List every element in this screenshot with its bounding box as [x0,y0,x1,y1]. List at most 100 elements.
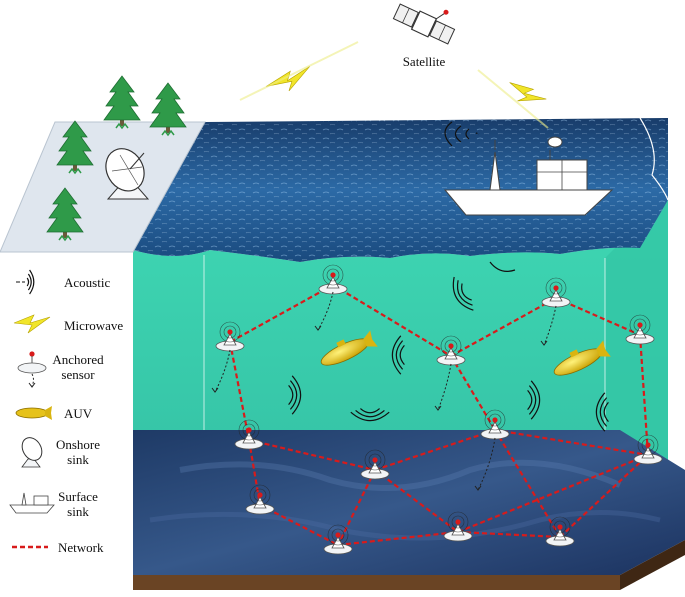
anchored-sensor-s2 [215,321,245,352]
anchored-sensor-m4 [633,434,663,465]
network-link [259,504,339,546]
arrow-head-icon [314,325,322,331]
auv-right [553,340,611,376]
auv-left [320,330,378,366]
tree-icon [46,187,84,242]
seabed-ridge-2 [149,510,661,541]
ship-sonar-arc [489,261,516,272]
legend-label-onshore: sink [67,452,89,467]
network-link [457,530,561,539]
network-link [337,530,459,547]
tree-icon [149,82,187,137]
acoustic-wave-icon [595,392,609,432]
network-link [494,429,561,538]
auv-icon [15,406,52,420]
tree-icon [103,75,141,130]
network-link [337,469,376,546]
legend-item-acoustic: Acoustic [16,269,110,295]
network-link [457,453,649,534]
acoustic-wave-icon [391,335,405,375]
acoustic-wave-icon [350,408,390,422]
sea-edge-right [639,117,669,201]
descent-arrow [543,305,557,346]
onshore-dish-icon [105,148,150,200]
legend-item-network: Network [12,540,104,555]
acoustic-waves [288,276,609,432]
seabed-side-soil [620,540,685,590]
sensor-nodes [215,264,663,555]
network-link [450,297,557,357]
lightning-icon [13,314,51,334]
legend-label-surface: Surface [58,489,98,504]
seabed [133,430,685,575]
network-link [229,284,334,343]
legend-item-auv: AUV [15,406,93,421]
acoustic-wave-icon [452,276,474,311]
acoustic-wave-icon [288,375,302,415]
seabed-front-soil [133,575,620,590]
legend-label-network: Network [58,540,104,555]
satellite-dish-icon [21,437,43,468]
descent-arrow [477,437,496,491]
water-column [133,200,668,470]
arrow-head-icon [540,340,548,346]
network-link [332,284,452,357]
tree-icon [56,120,94,175]
network-link [374,428,496,472]
anchored-sensor-s3 [436,335,466,366]
ship-acoustic-icon [444,121,480,147]
descent-arrows [211,291,557,491]
legend-label-acoustic: Acoustic [64,275,110,290]
acoustic-wave-icon [527,380,541,420]
legend-label-anchored: sensor [61,367,95,382]
trees [46,75,187,242]
network-link [559,454,649,538]
arrow-head-icon [211,387,219,393]
network-link [450,355,496,431]
microwave-beam-left [239,41,359,101]
anchored-sensor-b1 [245,484,275,515]
descent-arrow [214,349,231,393]
anchored-sensor-m2 [360,449,390,480]
ship-icon [9,492,55,514]
anchored-sensor-b4 [545,516,575,547]
seabed-ridge-1 [179,459,622,491]
legend-label-surface: sink [67,504,89,519]
anchored-sensor-m1 [234,419,264,450]
network-link [248,438,376,472]
arrow-head-icon [434,405,442,411]
network-link [555,296,641,337]
network-link [494,428,649,457]
microwave-bolt-left [265,66,311,92]
anchored-sensor-s5 [625,314,655,345]
legend-label-microwave: Microwave [64,318,123,333]
network-link [247,439,262,506]
anchored-sensor-s1 [318,264,348,295]
microwave-bolt-right [509,82,547,102]
microwave-beam-right [477,69,549,129]
legend-label-anchored: Anchored [52,352,104,367]
arrow-head-icon [474,485,482,491]
anchored-sensor-icon [17,351,47,388]
network-link [228,341,251,441]
anchored-sensor-s4 [541,277,571,308]
surface-ship-icon [443,136,614,216]
satellite-icon [392,3,456,45]
anchored-sensor-b2 [323,524,353,555]
legend-item-microwave: Microwave [13,314,123,334]
acoustic-wave-icon [16,269,35,295]
anchored-sensor-b3 [443,511,473,542]
legend-label-onshore: Onshore [56,437,100,452]
satellite-label: Satellite [403,54,446,69]
anchored-sensor-m3 [480,409,510,440]
legend-label-auv: AUV [64,406,93,421]
network-links [228,284,650,547]
network-link [374,469,459,533]
sea-surface-texture [133,118,668,262]
